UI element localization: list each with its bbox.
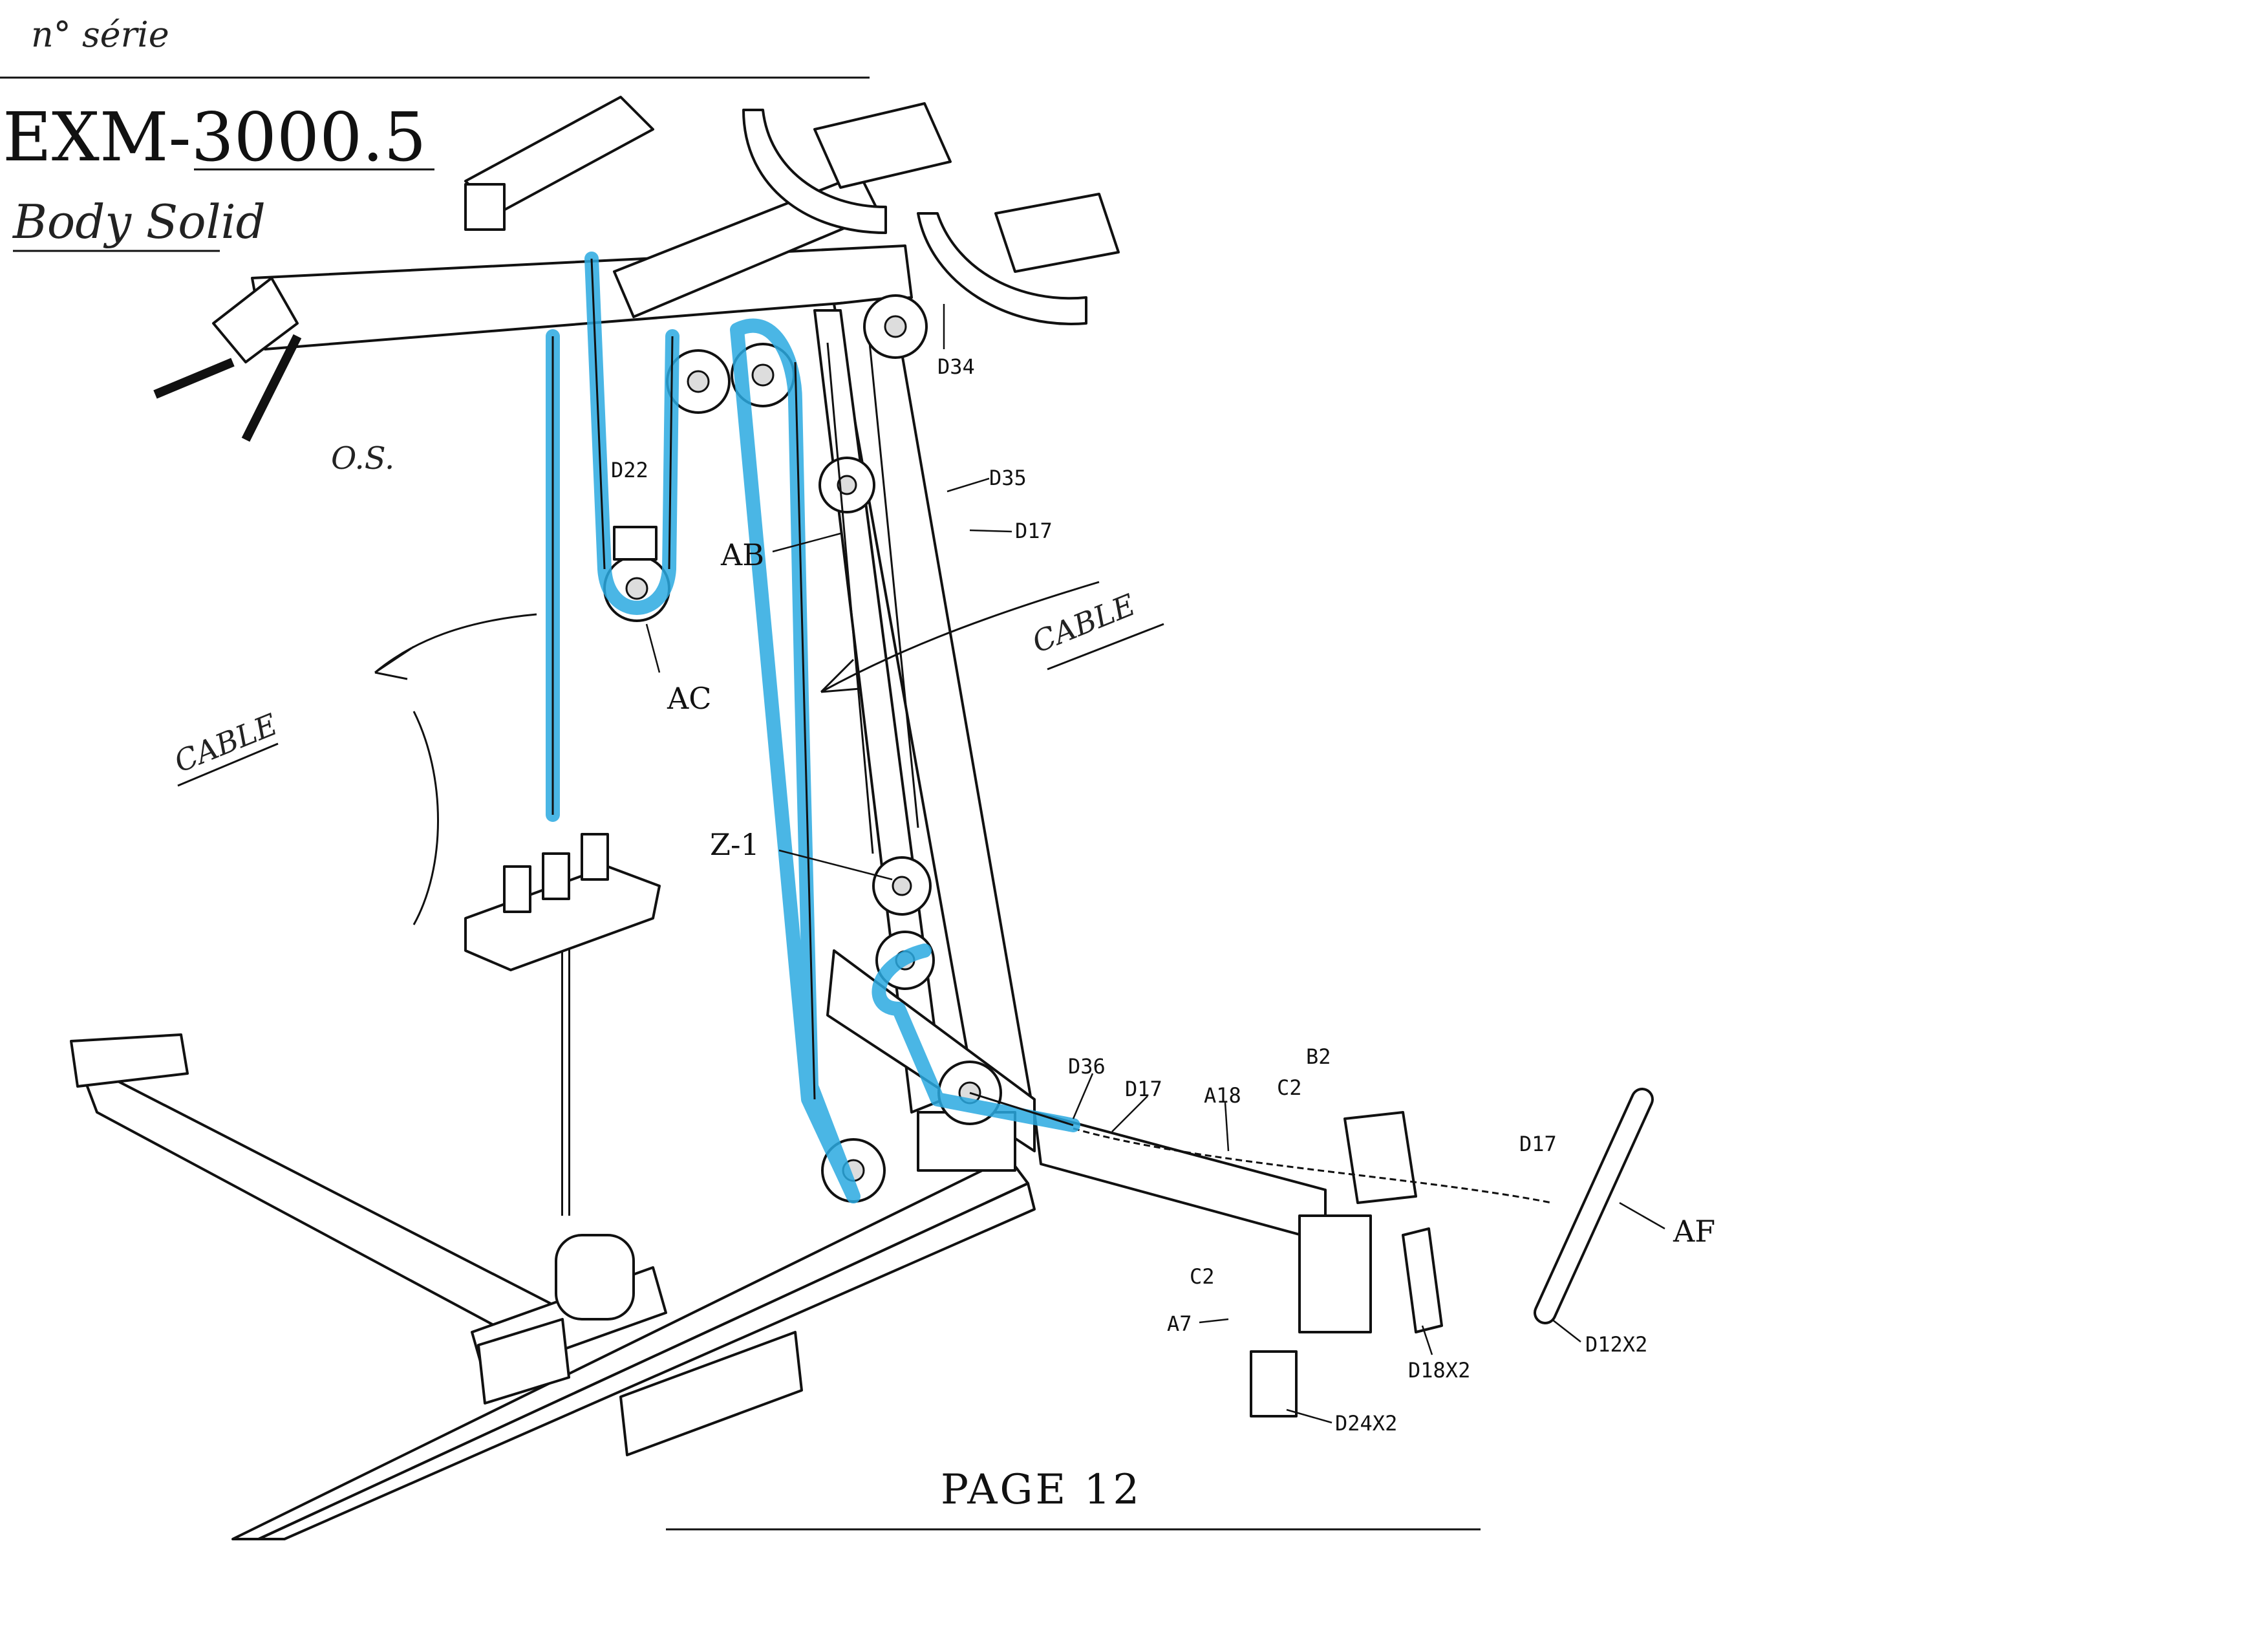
- leader-af: [1619, 1202, 1665, 1230]
- handle-right: [241, 334, 302, 442]
- label-d24x2: D24X2: [1335, 1411, 1397, 1436]
- base-leg: [76, 1059, 557, 1353]
- leader-a7: [1199, 1318, 1229, 1324]
- selector-cyl-2: [542, 852, 570, 900]
- label-a18: A18: [1204, 1083, 1241, 1108]
- label-d22: D22: [611, 458, 648, 482]
- label-d36: D36: [1068, 1054, 1106, 1079]
- leader-ac: [645, 623, 661, 673]
- floating-pulley-d22: [613, 526, 658, 561]
- pedal-plate: [1343, 1111, 1417, 1204]
- label-af: AF: [1673, 1214, 1715, 1249]
- bar-af-fill: [1536, 1090, 1651, 1322]
- floor-rail-side: [257, 1182, 1036, 1540]
- brand-name: Body Solid: [12, 195, 266, 249]
- label-d17-top: D17: [1015, 519, 1053, 543]
- model-number: EXM-3000.5: [3, 98, 426, 177]
- label-d17-mid: D17: [1125, 1077, 1162, 1101]
- label-c2-bottom: C2: [1190, 1264, 1215, 1289]
- press-arm-right: [917, 212, 1087, 325]
- pulley-d34: [863, 294, 928, 359]
- label-ac: AC: [667, 681, 711, 716]
- foot-beam: [1033, 1111, 1327, 1243]
- annotation-cable-right: CABLE: [1027, 587, 1140, 660]
- press-arm-left: [742, 109, 887, 234]
- handle-left: [153, 358, 235, 399]
- end-cap-d24: [1250, 1350, 1298, 1417]
- cable-line-main-1: [794, 361, 816, 1100]
- leader-d36: [1072, 1073, 1094, 1119]
- leader-z1: [778, 849, 893, 881]
- label-a7: A7: [1167, 1311, 1192, 1336]
- annotation-cable-right-underline: [1047, 623, 1164, 671]
- leader-d12: [1551, 1319, 1581, 1342]
- press-plate-left: [813, 102, 952, 189]
- cable-highlight-z1: [872, 943, 1080, 1132]
- leader-d18: [1421, 1325, 1433, 1355]
- annotation-scribble: O.S.: [331, 440, 394, 477]
- crossbar-cap: [464, 183, 506, 231]
- cable-line-low: [969, 1092, 1074, 1126]
- leader-ab: [772, 532, 841, 553]
- label-b2: B2: [1306, 1044, 1331, 1069]
- cable-highlight-main: [730, 318, 861, 1203]
- label-d12x2: D12X2: [1585, 1332, 1647, 1357]
- pulley-z1-upper: [872, 856, 932, 916]
- label-d34: D34: [937, 354, 975, 379]
- chain-a18: [1073, 1127, 1552, 1204]
- annotation-cable-left: CABLE: [169, 707, 282, 779]
- press-plate-right: [994, 193, 1120, 273]
- arrow-cable-left: [374, 613, 537, 680]
- pedal-pad: [1402, 1227, 1443, 1333]
- label-d17-right: D17: [1519, 1132, 1557, 1156]
- pedal-post: [1298, 1214, 1372, 1333]
- base-foot-left: [477, 1318, 570, 1405]
- page-number: PAGE 12: [941, 1466, 1142, 1514]
- cable-line-ac: [590, 258, 674, 570]
- label-d35: D35: [989, 466, 1027, 490]
- arrow-cable-right: [820, 581, 1100, 693]
- label-d18x2: D18X2: [1408, 1358, 1470, 1383]
- annotation-cable-left-underline: [177, 742, 279, 787]
- base-pivot-block: [555, 1234, 635, 1320]
- leader-a18: [1224, 1102, 1230, 1152]
- pulley-ab: [818, 457, 875, 513]
- label-ab: AB: [720, 537, 764, 572]
- leader-d24: [1286, 1408, 1332, 1424]
- selector-cyl-1: [503, 865, 531, 913]
- top-arm-end: [212, 277, 299, 363]
- curve-mark: [412, 711, 439, 925]
- leader-d17-mid: [1111, 1095, 1148, 1132]
- leader-d35: [947, 477, 990, 493]
- cable-line-main-2: [826, 342, 874, 854]
- base-leg-pad: [70, 1033, 189, 1088]
- serial-note: n° série: [31, 14, 169, 55]
- leader-d17-top: [969, 529, 1012, 533]
- cable-highlight-ac: [584, 252, 679, 615]
- label-c2-top: C2: [1277, 1075, 1302, 1100]
- label-z1: Z-1: [710, 827, 760, 862]
- pulley-top-left: [666, 349, 731, 414]
- selector-cyl-3: [581, 833, 609, 881]
- cable-line-main-3: [868, 342, 919, 828]
- top-arm: [251, 244, 913, 350]
- base-foot-front: [619, 1331, 803, 1456]
